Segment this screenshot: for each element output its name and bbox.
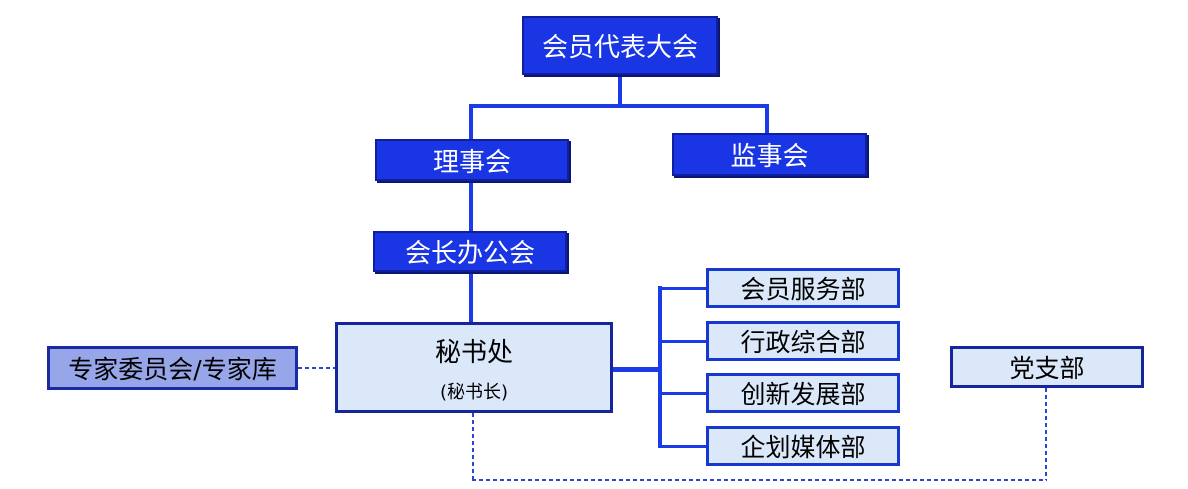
node-dept-member-service-label: 会员服务部 bbox=[740, 275, 866, 304]
node-secretariat: 秘书处 (秘书长) bbox=[335, 322, 613, 413]
node-assembly-label: 会员代表大会 bbox=[541, 33, 698, 63]
connector-council-drop bbox=[469, 104, 473, 139]
node-supervisory: 监事会 bbox=[672, 133, 867, 176]
node-expert-committee-label: 专家委员会/专家库 bbox=[68, 355, 277, 384]
connector-branch-4 bbox=[662, 445, 706, 448]
connector-branch-3 bbox=[662, 392, 706, 395]
node-dept-admin-label: 行政综合部 bbox=[740, 328, 866, 357]
connector-trunk-vertical bbox=[658, 286, 662, 448]
node-dept-admin: 行政综合部 bbox=[706, 321, 900, 361]
node-dept-innovation-label: 创新发展部 bbox=[740, 380, 866, 409]
node-secretariat-subtitle: (秘书长) bbox=[439, 381, 509, 403]
node-assembly: 会员代表大会 bbox=[522, 16, 718, 75]
node-party-branch-label: 党支部 bbox=[1009, 354, 1085, 383]
connector-horizontal-top bbox=[469, 104, 769, 108]
node-party-branch: 党支部 bbox=[950, 346, 1144, 388]
node-dept-planning-media: 企划媒体部 bbox=[706, 426, 900, 466]
dashed-bottom-horizontal bbox=[472, 479, 1047, 481]
connector-branch-2 bbox=[662, 340, 706, 343]
dashed-party-down bbox=[1045, 388, 1047, 480]
connector-supervisory-drop bbox=[765, 104, 769, 133]
node-presidents-office-label: 会长办公会 bbox=[404, 239, 535, 269]
node-dept-innovation: 创新发展部 bbox=[706, 373, 900, 413]
connector-office-secretariat bbox=[469, 272, 473, 322]
connector-council-office bbox=[469, 181, 473, 231]
connector-secretariat-trunk bbox=[613, 367, 662, 372]
node-dept-planning-media-label: 企划媒体部 bbox=[740, 433, 866, 462]
node-supervisory-label: 监事会 bbox=[730, 142, 809, 172]
connector-branch-1 bbox=[662, 287, 706, 290]
node-secretariat-label: 秘书处 bbox=[434, 337, 513, 368]
dashed-secretariat-down bbox=[472, 413, 474, 481]
node-presidents-office: 会长办公会 bbox=[373, 231, 567, 272]
dashed-expert-secretariat bbox=[298, 367, 335, 369]
node-council-label: 理事会 bbox=[432, 147, 511, 178]
node-expert-committee: 专家委员会/专家库 bbox=[47, 346, 298, 390]
connector-assembly-down bbox=[618, 75, 622, 106]
node-dept-member-service: 会员服务部 bbox=[706, 268, 900, 308]
node-council: 理事会 bbox=[375, 139, 569, 181]
